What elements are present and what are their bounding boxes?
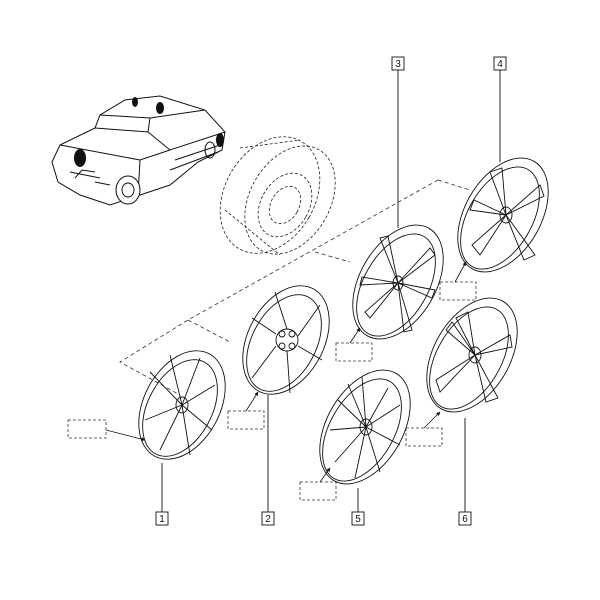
wheel-cover-4 (457, 157, 549, 273)
reference-boxes (67, 281, 477, 501)
reference-arrows (105, 261, 467, 483)
wheel-cover-3 (352, 224, 444, 340)
wheel-cover-1 (138, 350, 226, 460)
callout-4: 4 (493, 56, 507, 71)
svg-text:1: 1 (159, 514, 165, 525)
leader-lines (161, 70, 501, 512)
svg-text:4: 4 (497, 59, 503, 70)
callout-5: 5 (351, 511, 365, 526)
svg-text:3: 3 (395, 59, 401, 70)
callout-3: 3 (391, 56, 405, 71)
ref-box-3 (335, 342, 373, 362)
ref-box-4 (439, 281, 477, 301)
wheel-position-markers (74, 97, 224, 167)
ref-box-6 (405, 427, 443, 447)
callout-2: 2 (261, 511, 275, 526)
dashed-assembly-frame (119, 179, 471, 396)
callout-1: 1 (155, 511, 169, 526)
svg-text:5: 5 (355, 514, 361, 525)
ref-box-1 (67, 419, 107, 439)
ref-box-5 (299, 481, 337, 501)
svg-text:2: 2 (265, 514, 271, 525)
ref-box-2 (227, 410, 265, 430)
steel-rim (219, 136, 336, 256)
car-illustration (51, 95, 226, 206)
wheel-cover-5 (319, 369, 411, 485)
wheel-cover-2 (242, 285, 330, 395)
svg-text:6: 6 (462, 514, 468, 525)
callout-6: 6 (458, 511, 472, 526)
wheel-cover-6 (426, 297, 518, 413)
